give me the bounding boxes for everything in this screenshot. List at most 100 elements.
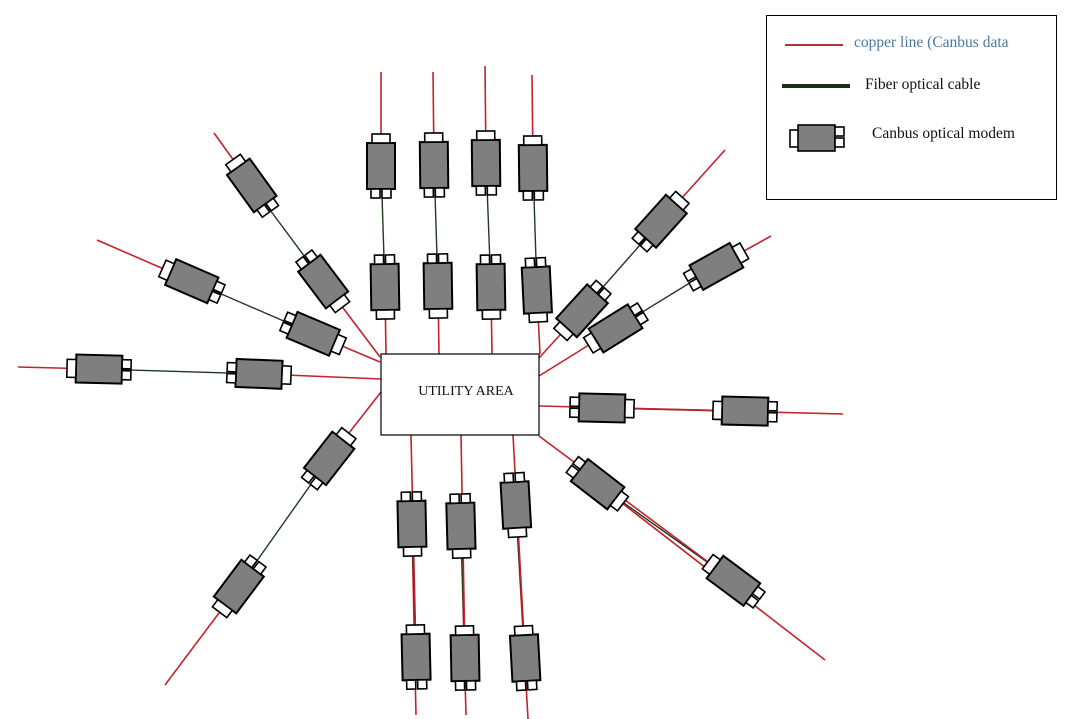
- modem-body: [234, 357, 284, 390]
- copper-port: [224, 153, 247, 174]
- fiber-port: [405, 679, 417, 691]
- fiber-port: [479, 254, 491, 265]
- fiber-port: [639, 237, 655, 253]
- modem-body: [400, 632, 432, 682]
- link-upper-right-2: [538, 235, 772, 377]
- fiber-port: [411, 490, 423, 502]
- modem-inner: [278, 310, 348, 357]
- fiber-port: [490, 254, 502, 265]
- modem-outer: [565, 455, 630, 512]
- modem-inner: [369, 254, 401, 320]
- copper-port: [157, 259, 176, 282]
- copper-port: [668, 190, 691, 212]
- modem-outer: [396, 490, 428, 558]
- fiber-port: [514, 471, 526, 483]
- fiber-port: [522, 190, 534, 201]
- fiber-port: [568, 407, 580, 419]
- modem-outer: [470, 130, 502, 196]
- fiber-port: [426, 253, 438, 264]
- fiber-port: [294, 255, 310, 271]
- fiber-port: [434, 187, 446, 198]
- fiber-port: [569, 396, 581, 408]
- modem-body: [418, 140, 450, 190]
- modem-outer: [631, 190, 691, 253]
- fiber-port: [503, 472, 515, 484]
- utility-area-label: UTILITY AREA: [418, 384, 514, 399]
- fiber-port: [565, 464, 580, 480]
- copper-port: [711, 400, 724, 421]
- modem-body: [445, 501, 477, 551]
- modem-body: [475, 262, 507, 312]
- modem-body: [520, 265, 554, 315]
- links-layer: [17, 65, 844, 719]
- fiber-port: [255, 203, 271, 219]
- fiber-port: [121, 358, 133, 370]
- modem-inner: [294, 248, 351, 314]
- modem-inner: [300, 426, 358, 491]
- fiber-port: [634, 311, 650, 326]
- fiber-port: [571, 455, 587, 471]
- modem-outer: [682, 241, 750, 292]
- link-top-3: [470, 65, 507, 355]
- link-bottom-1: [396, 434, 432, 716]
- legend-fiber-label: Fiber optical cable: [865, 76, 981, 93]
- fiber-port: [437, 253, 449, 264]
- modem-inner: [701, 553, 767, 610]
- modem-body: [517, 143, 549, 193]
- modem-outer: [517, 135, 549, 201]
- modem-body: [508, 633, 542, 683]
- fiber-port: [226, 361, 238, 373]
- fiber-port: [465, 679, 477, 691]
- fiber-port: [225, 372, 237, 384]
- modem-inner: [711, 395, 779, 427]
- copper-port: [475, 130, 496, 141]
- fiber-port: [460, 492, 472, 504]
- utility-area: UTILITY AREA: [380, 353, 540, 436]
- modem-body: [720, 395, 770, 427]
- link-bottom-3: [499, 434, 542, 719]
- copper-port: [528, 311, 549, 324]
- fiber-port: [243, 553, 259, 569]
- fiber-port: [120, 369, 132, 381]
- modem-body: [470, 138, 502, 188]
- copper-port: [507, 526, 528, 539]
- modem-inner: [508, 624, 542, 692]
- fiber-port: [373, 254, 385, 265]
- fiber-port: [207, 290, 222, 305]
- copper-port: [701, 553, 722, 576]
- copper-port: [609, 489, 630, 512]
- fiber-port: [370, 188, 381, 199]
- modem-body: [577, 392, 627, 424]
- link-left: [17, 353, 382, 390]
- fiber-port: [744, 594, 760, 610]
- copper-port: [522, 135, 543, 146]
- utility-area-box: [380, 353, 540, 436]
- modem-inner: [225, 357, 293, 390]
- fiber-port: [278, 321, 293, 336]
- fiber-port: [687, 277, 703, 292]
- modem-inner: [400, 623, 432, 691]
- copper-port: [623, 398, 636, 419]
- modem-outer: [65, 353, 133, 385]
- copper-port: [328, 293, 351, 314]
- fiber-port: [300, 469, 316, 485]
- fiber-port: [252, 560, 268, 576]
- fiber-port: [264, 197, 280, 212]
- modem-inner: [475, 254, 507, 320]
- copper-line-swatch: [785, 44, 843, 46]
- modem-outer: [418, 132, 450, 198]
- modem-outer: [224, 153, 280, 219]
- modem-inner: [552, 279, 613, 342]
- copper-port: [280, 365, 293, 386]
- fiber-port: [381, 188, 392, 199]
- copper-port: [402, 545, 423, 558]
- legend-copper-label: copper line (Canbus data: [854, 34, 1009, 51]
- fiber-port: [400, 491, 412, 503]
- link-upper-left-2: [96, 239, 381, 363]
- copper-port: [335, 426, 358, 447]
- modem-body: [396, 499, 428, 549]
- fiber-port: [524, 257, 536, 269]
- modem-body: [449, 633, 481, 683]
- modem-outer: [445, 492, 477, 560]
- modem-outer: [499, 471, 533, 539]
